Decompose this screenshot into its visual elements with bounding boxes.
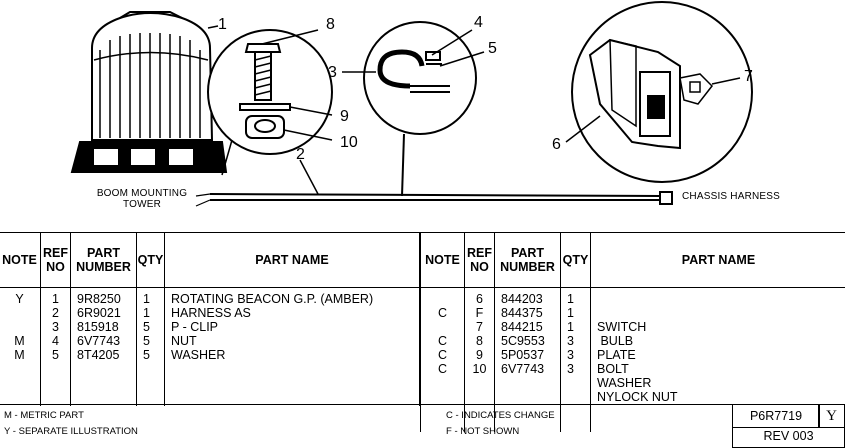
footer-divider bbox=[0, 404, 845, 405]
legend-metric: M - METRIC PART bbox=[4, 410, 84, 421]
callout-10: 10 bbox=[340, 134, 358, 151]
callout-4: 4 bbox=[474, 14, 483, 31]
callout-9: 9 bbox=[340, 108, 349, 125]
callout-5: 5 bbox=[488, 40, 497, 57]
callout-6: 6 bbox=[552, 136, 561, 153]
boom-tower-label: BOOM MOUNTING TOWER bbox=[96, 188, 188, 210]
chassis-harness-label: CHASSIS HARNESS bbox=[682, 191, 781, 202]
col-qty: QTY bbox=[136, 232, 165, 288]
rev-box: REV 003 bbox=[732, 427, 845, 448]
detail-circle-clip bbox=[363, 21, 477, 135]
col-part-name: PART NAME bbox=[590, 232, 845, 288]
callout-7: 7 bbox=[744, 68, 753, 85]
callout-3: 3 bbox=[328, 64, 337, 81]
col-qty: QTY bbox=[560, 232, 591, 288]
callout-8: 8 bbox=[326, 16, 335, 33]
table-cell: Y bbox=[15, 292, 24, 306]
doc-mark-box: Y bbox=[818, 404, 845, 428]
callout-1: 1 bbox=[218, 16, 227, 33]
col-part-name: PART NAME bbox=[164, 232, 420, 288]
doc-number-box: P6R7719 bbox=[732, 404, 820, 428]
exploded-parts-illustration bbox=[70, 1, 753, 207]
callout-2: 2 bbox=[296, 146, 305, 163]
col-note: NOTE bbox=[0, 232, 41, 288]
legend-change: C - INDICATES CHANGE bbox=[446, 410, 555, 421]
col-note: NOTE bbox=[420, 232, 465, 288]
legend-separate: Y - SEPARATE ILLUSTRATION bbox=[4, 426, 138, 437]
legend-not-shown: F - NOT SHOWN bbox=[446, 426, 520, 437]
